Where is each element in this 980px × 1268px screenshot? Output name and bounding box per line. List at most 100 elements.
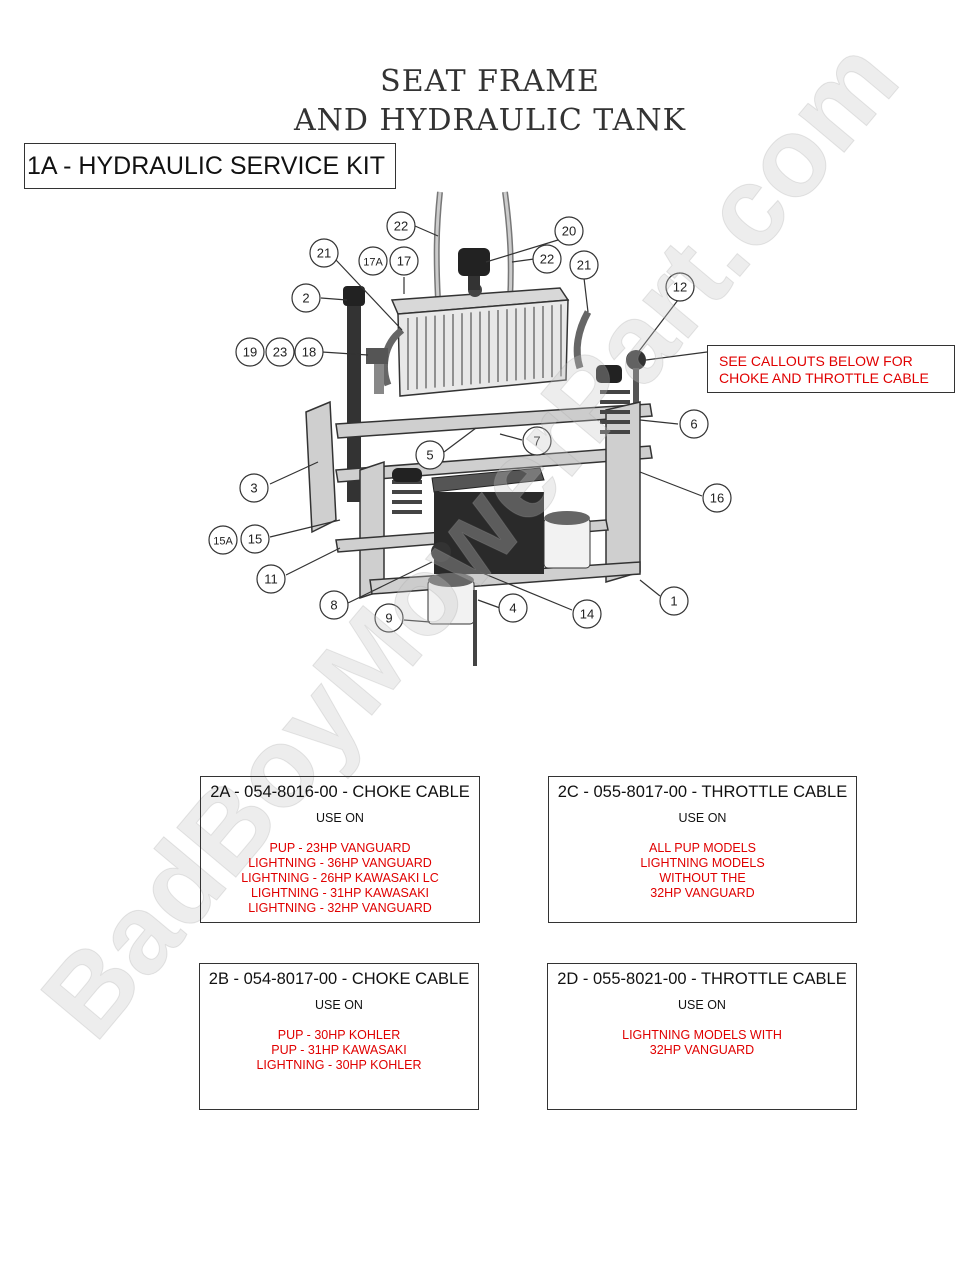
cable-box-applications: PUP - 23HP VANGUARD LIGHTNING - 36HP VAN…	[201, 841, 479, 916]
callout-12: 12	[665, 272, 695, 302]
callout-circle	[498, 593, 528, 623]
callout-15: 15	[240, 524, 270, 554]
page-title-line-1: SEAT FRAME	[380, 64, 600, 99]
callout-17: 17	[389, 246, 419, 276]
callout-6: 6	[679, 409, 709, 439]
callout-2: 2	[291, 283, 321, 313]
leader-lines	[269, 225, 708, 623]
callout-label: 5	[426, 448, 433, 463]
callout-4: 4	[498, 593, 528, 623]
callout-label: 15A	[213, 536, 233, 548]
cable-box-2a: 2A - 054-8016-00 - CHOKE CABLE USE ON PU…	[200, 776, 480, 923]
callout-label: 3	[250, 481, 257, 496]
callout-circle	[665, 272, 695, 302]
callout-label: 23	[273, 345, 287, 360]
callout-circle	[532, 244, 562, 274]
callout-circle	[291, 283, 321, 313]
callout-11: 11	[256, 564, 286, 594]
callout-label: 6	[690, 417, 697, 432]
callout-label: 8	[330, 598, 337, 613]
callout-15a: 15A	[208, 525, 238, 555]
application-item: LIGHTNING - 26HP KAWASAKI LC	[241, 871, 439, 885]
filters	[427, 511, 591, 625]
callout-circle	[415, 440, 445, 470]
callout-circle	[235, 337, 265, 367]
callout-label: 9	[385, 611, 392, 626]
application-item: PUP - 23HP VANGUARD	[269, 841, 411, 855]
callout-16: 16	[702, 483, 732, 513]
callout-label: 7	[533, 434, 540, 449]
cable-box-header: 2D - 055-8021-00 - THROTTLE CABLE	[557, 970, 847, 988]
callout-circle	[522, 426, 552, 456]
application-item: 32HP VANGUARD	[649, 1043, 755, 1057]
callout-label: 1	[670, 594, 677, 609]
callout-21: 21	[309, 238, 339, 268]
callout-label: 15	[248, 532, 262, 547]
cable-box-2b: 2B - 054-8017-00 - CHOKE CABLE USE ON PU…	[199, 963, 479, 1110]
callout-circle	[358, 246, 388, 276]
application-item: LIGHTNING - 30HP KOHLER	[256, 1058, 422, 1072]
callout-label: 20	[562, 224, 576, 239]
callout-label: 17	[397, 254, 411, 269]
callout-label: 22	[540, 252, 554, 267]
callout-23: 23	[265, 337, 295, 367]
callout-circle	[679, 409, 709, 439]
callout-7: 7	[522, 426, 552, 456]
callout-circle	[374, 603, 404, 633]
callout-5: 5	[415, 440, 445, 470]
callout-circle	[569, 250, 599, 280]
callout-label: 4	[509, 601, 516, 616]
application-item: LIGHTNING - 31HP KAWASAKI	[250, 886, 430, 900]
callout-21: 21	[569, 250, 599, 280]
application-item: LIGHTNING - 32HP VANGUARD	[248, 901, 432, 915]
cable-box-2d: 2D - 055-8021-00 - THROTTLE CABLE USE ON…	[547, 963, 857, 1110]
callout-label: 14	[580, 607, 594, 622]
cable-box-2c: 2C - 055-8017-00 - THROTTLE CABLE USE ON…	[548, 776, 857, 923]
cable-box-use-on: USE ON	[678, 998, 726, 1012]
callout-1: 1	[659, 586, 689, 616]
callout-circle	[265, 337, 295, 367]
callout-label: 21	[577, 258, 591, 273]
callout-8: 8	[319, 590, 349, 620]
callout-label: 2	[302, 291, 309, 306]
application-item: LIGHTNING MODELS	[640, 856, 765, 870]
callout-circle	[659, 586, 689, 616]
callout-note-line-2: CHOKE AND THROTTLE CABLE	[719, 370, 929, 386]
callout-19: 19	[235, 337, 265, 367]
callout-9: 9	[374, 603, 404, 633]
cable-box-applications: LIGHTNING MODELS WITH 32HP VANGUARD	[548, 1028, 856, 1058]
callout-circle	[294, 337, 324, 367]
callout-label: 19	[243, 345, 257, 360]
callout-17a: 17A	[358, 246, 388, 276]
callout-circle	[239, 473, 269, 503]
callout-circle	[702, 483, 732, 513]
callout-label: 17A	[363, 257, 383, 269]
callout-circle	[208, 525, 238, 555]
callout-label: 22	[394, 219, 408, 234]
application-item: LIGHTNING MODELS WITH	[622, 1028, 782, 1042]
application-item: ALL PUP MODELS	[649, 841, 756, 855]
callout-label: 18	[302, 345, 316, 360]
callout-18: 18	[294, 337, 324, 367]
callout-22: 22	[532, 244, 562, 274]
application-item: PUP - 31HP KAWASAKI	[271, 1043, 407, 1057]
application-item: PUP - 30HP KOHLER	[277, 1028, 401, 1042]
cable-box-applications: PUP - 30HP KOHLER PUP - 31HP KAWASAKI LI…	[200, 1028, 478, 1073]
center-box	[431, 467, 545, 574]
filler-cap	[458, 248, 490, 290]
cable-box-header: 2B - 054-8017-00 - CHOKE CABLE	[208, 970, 470, 988]
callout-circle	[572, 599, 602, 629]
hydraulic-tank	[390, 283, 570, 397]
callout-label: 21	[317, 246, 331, 261]
cable-box-use-on: USE ON	[316, 811, 364, 825]
application-item: WITHOUT THE	[659, 871, 746, 885]
callout-22: 22	[386, 211, 416, 241]
seat-frame	[305, 400, 653, 600]
cable-box-use-on: USE ON	[315, 998, 363, 1012]
cable-box-header: 2A - 054-8016-00 - CHOKE CABLE	[210, 783, 470, 801]
callout-label: 11	[264, 572, 278, 587]
cable-box-header: 2C - 055-8017-00 - THROTTLE CABLE	[557, 783, 848, 801]
callout-label: 16	[710, 491, 724, 506]
